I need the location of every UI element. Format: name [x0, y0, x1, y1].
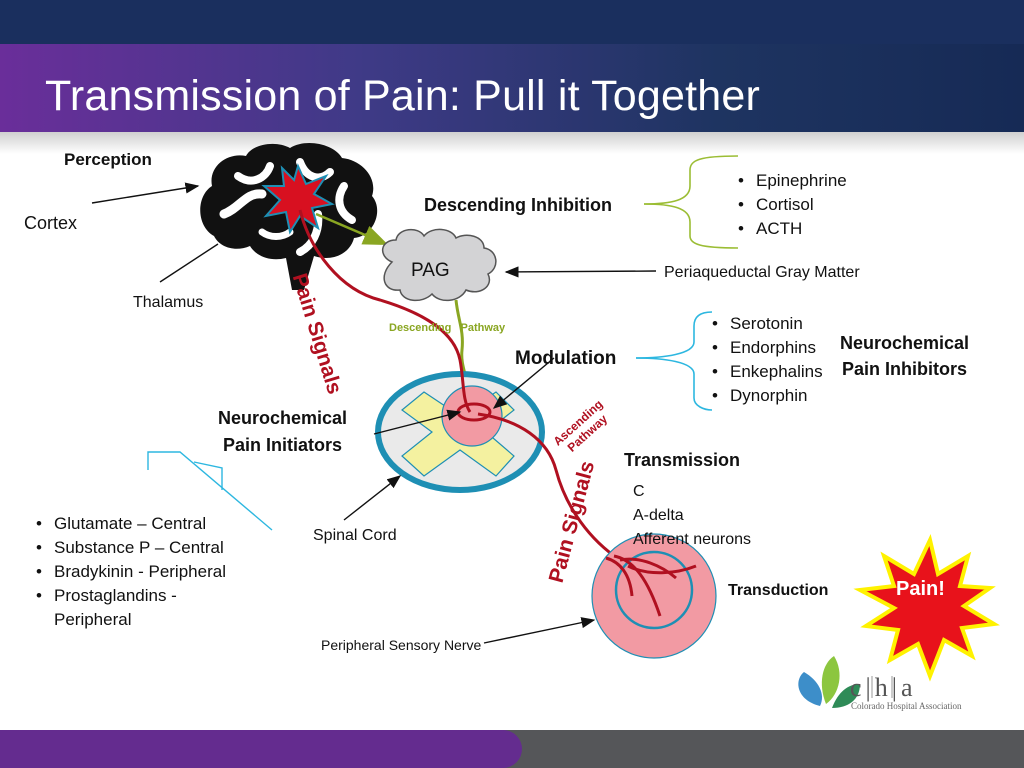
inhibitors-title-line1: Neurochemical: [840, 333, 970, 353]
list-item: ACTH: [738, 217, 847, 241]
descending-arrow: [315, 212, 389, 246]
initiators-title-line2: Pain Initiators: [223, 435, 343, 455]
modulation-label: Modulation: [515, 348, 617, 369]
inhibitors-list: Serotonin Endorphins Enkephalins Dynorph…: [712, 312, 823, 408]
descending-inhibition-list: Epinephrine Cortisol ACTH: [738, 169, 847, 241]
transmission-label: Transmission: [624, 450, 741, 470]
fiber-adelta: A-delta: [633, 507, 684, 524]
descending-inhibition-label: Descending Inhibition: [424, 195, 612, 215]
fiber-c: C: [633, 483, 645, 500]
transduction-label: Transduction: [728, 582, 829, 599]
pain-signal-peripheral-line: [477, 412, 621, 562]
cortex-pointer: [91, 182, 200, 204]
pain-star-label: Pain!: [896, 578, 945, 600]
pain-star-icon: [853, 533, 1000, 682]
list-item: Prostaglandins -: [36, 584, 226, 608]
list-item: Enkephalins: [712, 360, 823, 384]
thalamus-label: Thalamus: [133, 294, 204, 311]
neurochemical-inhibitors-label: Neurochemical Pain Inhibitors: [840, 330, 969, 382]
periaqueductal-pointer: [504, 266, 657, 278]
inhibitors-bracket-top: [635, 311, 713, 359]
list-item: Serotonin: [712, 312, 823, 336]
list-item: Epinephrine: [738, 169, 847, 193]
slide-title: Transmission of Pain: Pull it Together: [45, 72, 761, 120]
footer-gray-bar: [500, 730, 1024, 768]
footer-purple-bar: [0, 730, 522, 768]
pag-cloud-icon: [382, 228, 497, 302]
initiators-bracket-tick: [193, 461, 223, 490]
list-item-continuation: Peripheral: [54, 610, 132, 629]
list-item: Substance P – Central: [36, 536, 226, 560]
pain-signal-ascending-line: [298, 209, 472, 413]
thalamus-pointer: [159, 243, 219, 283]
initiators-list: Glutamate – Central Substance P – Centra…: [36, 512, 226, 632]
cortex-label: Cortex: [24, 213, 78, 233]
spinal-cord-pointer: [343, 475, 402, 521]
pag-label: PAG: [411, 260, 450, 281]
perception-label: Perception: [64, 150, 152, 169]
fiber-types: C A-delta Afferent neurons: [633, 480, 751, 552]
periaqueductal-label: Periaqueductal Gray Matter: [664, 264, 860, 281]
inhibitors-title-line2: Pain Inhibitors: [842, 359, 968, 379]
inhibition-bracket-top: [643, 155, 739, 205]
peripheral-nerve-label: Peripheral Sensory Nerve: [321, 637, 482, 653]
list-item: Dynorphin: [712, 384, 823, 408]
peripheral-nerve-pointer: [483, 617, 596, 644]
list-item: Bradykinin - Peripheral: [36, 560, 226, 584]
descending-pathway-label: Descending Pathway: [389, 322, 506, 334]
spinal-cord-icon: [375, 371, 545, 493]
initiators-title-line1: Neurochemical: [218, 408, 348, 428]
neurochemical-initiators-label: Neurochemical Pain Initiators: [218, 405, 347, 459]
inhibitors-bracket-bottom: [635, 357, 713, 411]
brain-pain-star-icon: [261, 163, 335, 235]
cha-logo-text: c|h|a: [850, 673, 917, 702]
initiators-pointer: [373, 409, 462, 435]
list-item: Endorphins: [712, 336, 823, 360]
nerve-icon: [591, 533, 717, 659]
list-item: Cortisol: [738, 193, 847, 217]
fiber-afferent: Afferent neurons: [633, 531, 752, 548]
inhibition-bracket-bottom: [643, 203, 739, 249]
spinal-cord-label: Spinal Cord: [313, 527, 397, 544]
initiators-bracket: [147, 451, 273, 531]
cha-logo-subtitle: Colorado Hospital Association: [851, 701, 962, 711]
header-top-bar: [0, 0, 1024, 44]
modulation-pointer: [492, 357, 555, 409]
list-item: Glutamate – Central: [36, 512, 226, 536]
cha-leaf-logo: [798, 656, 893, 708]
